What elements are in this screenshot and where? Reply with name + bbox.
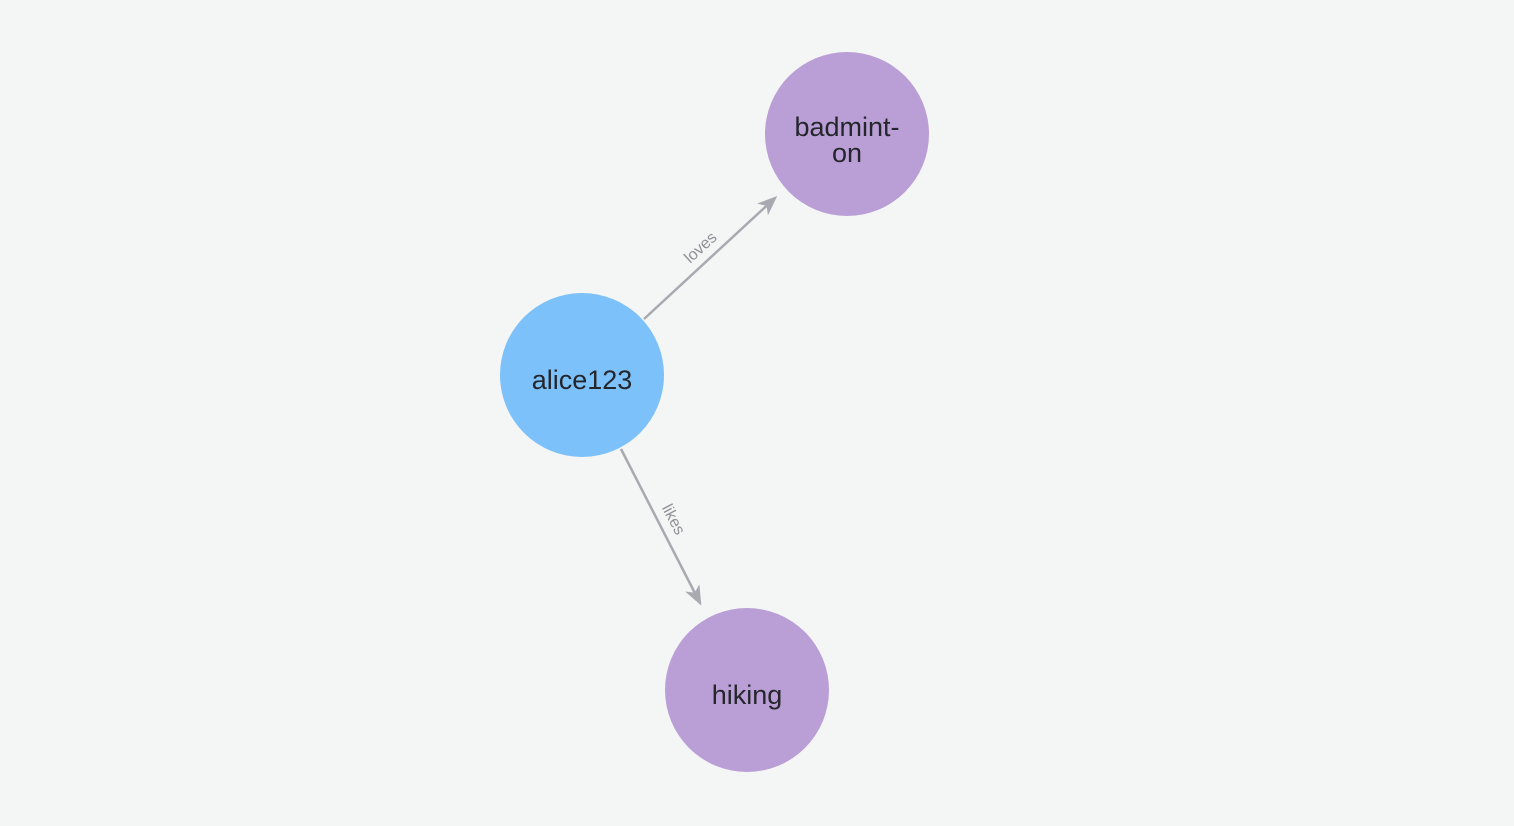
node-badminton[interactable]: badmint- on — [765, 52, 929, 216]
edge-likes-line[interactable] — [619, 448, 702, 606]
node-hiking-circle[interactable] — [665, 608, 829, 772]
edge-loves-line[interactable] — [643, 195, 778, 320]
node-badminton-circle[interactable] — [765, 52, 929, 216]
node-alice123-circle[interactable] — [500, 293, 664, 457]
node-hiking[interactable]: hiking — [665, 608, 829, 772]
node-alice123[interactable]: alice123 — [500, 293, 664, 457]
